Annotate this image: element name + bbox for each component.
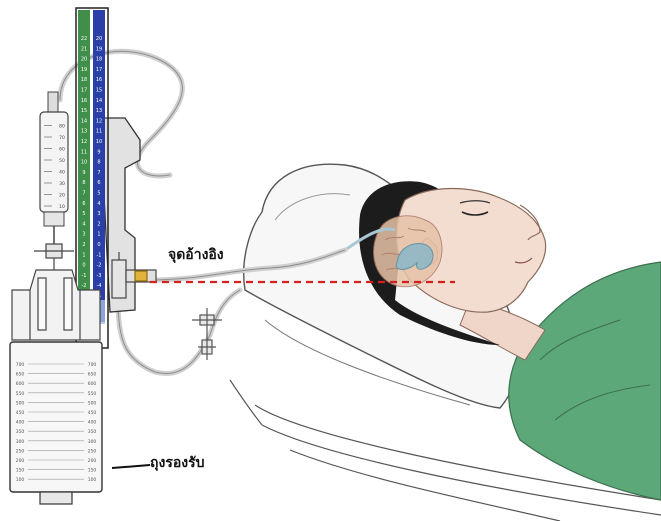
bag-label-right: 600 [88, 381, 97, 387]
bag-label-left: 550 [16, 391, 25, 397]
blue-scale-label: 5 [97, 191, 100, 197]
blue-scale-label: 15 [96, 88, 102, 94]
upper-stopcock [34, 244, 74, 272]
blue-scale-label: 3 [97, 211, 100, 217]
bag-label-left: 350 [16, 429, 25, 435]
bag-label-right: 250 [88, 448, 97, 454]
green-scale-label: 18 [81, 77, 87, 83]
bag-label-left: 450 [16, 410, 25, 416]
bag-label-left: 500 [16, 400, 25, 406]
syringe-label: 30 [59, 181, 65, 187]
blue-scale-label: 6 [97, 180, 100, 186]
blue-scale-label: 1 [97, 232, 100, 238]
bag-label-right: 200 [88, 458, 97, 464]
bag-label-right: 550 [88, 391, 97, 397]
blue-scale-label: -1 [97, 252, 102, 258]
bag-label-right: 500 [88, 400, 97, 406]
syringe-label: 10 [59, 204, 65, 210]
blue-scale-label: 16 [96, 77, 102, 83]
green-scale-label: 14 [81, 118, 87, 124]
collection-bag: 700 700 650 650 600 600 550 550 500 500 450 450 400 4… [10, 342, 102, 504]
green-scale-label: 9 [82, 170, 85, 176]
blue-scale-label: 2 [97, 221, 100, 227]
syringe-label: 60 [59, 147, 65, 153]
blue-scale-label: 9 [97, 149, 100, 155]
bag-label-right: 150 [88, 468, 97, 474]
green-scale-label: -2 [82, 283, 87, 289]
bag-label-left: 700 [16, 362, 25, 368]
green-scale-label: 4 [82, 221, 85, 227]
bag-label-left: 600 [16, 381, 25, 387]
blue-scale-label: -4 [97, 283, 102, 289]
blue-scale-label: 4 [97, 201, 100, 207]
blue-scale-label: 14 [96, 98, 102, 104]
bag-label-left: 200 [16, 458, 25, 464]
green-scale-label: 15 [81, 108, 87, 114]
bag-label-right: 700 [88, 362, 97, 368]
bag-label-left: 300 [16, 439, 25, 445]
bag-label-left: 650 [16, 372, 25, 378]
green-scale-label: 12 [81, 139, 87, 145]
green-scale-label: 1 [82, 252, 85, 258]
syringe-label: 80 [59, 124, 65, 130]
green-scale-label: 11 [81, 149, 87, 155]
hospital-gown [509, 262, 661, 500]
green-scale-label: 2 [82, 242, 85, 248]
syringe-label: 50 [59, 158, 65, 164]
blue-scale-label: 13 [96, 108, 102, 114]
green-scale-label: 16 [81, 98, 87, 104]
syringe-label: 20 [59, 193, 65, 199]
blue-scale-label: 11 [96, 129, 102, 135]
bag-label-left: 100 [16, 477, 25, 483]
bag-label-left: 150 [16, 468, 25, 474]
blue-scale-label: 0 [97, 242, 100, 248]
blue-scale-label: -3 [97, 273, 102, 279]
bag-label-right: 400 [88, 420, 97, 426]
green-scale-label: 13 [81, 129, 87, 135]
bag-label-pointer [112, 465, 150, 468]
measuring-syringe: 10 20 30 40 50 60 70 80 [40, 92, 68, 244]
green-scale-label: 17 [81, 88, 87, 94]
bag-label-right: 450 [88, 410, 97, 416]
collection-bag-label: ถุงรองรับ [150, 452, 204, 474]
blue-scale-label: 18 [96, 57, 102, 63]
green-scale-label: 6 [82, 201, 85, 207]
green-scale-label: 10 [81, 160, 87, 166]
blue-scale-label: 7 [97, 170, 100, 176]
bag-label-right: 350 [88, 429, 97, 435]
blue-scale-label: 10 [96, 139, 102, 145]
green-scale-label: 22 [81, 36, 87, 42]
bag-label-right: 650 [88, 372, 97, 378]
syringe-label: 70 [59, 135, 65, 141]
green-scale-label: 21 [81, 46, 87, 52]
green-scale-label: 19 [81, 67, 87, 73]
bag-label-left: 400 [16, 420, 25, 426]
green-scale-label: -1 [82, 273, 87, 279]
blue-scale-label: 8 [97, 160, 100, 166]
green-scale-label: 3 [82, 232, 85, 238]
blue-scale-label: -2 [97, 263, 102, 269]
blue-scale-label: 12 [96, 118, 102, 124]
bag-label-left: 250 [16, 448, 25, 454]
blue-scale-label: 20 [96, 36, 102, 42]
green-scale-label: 0 [82, 263, 85, 269]
blue-scale-label: 17 [96, 67, 102, 73]
bag-label-right: 100 [88, 477, 97, 483]
green-scale-label: 8 [82, 180, 85, 186]
green-scale-label: 20 [81, 57, 87, 63]
bag-label-right: 300 [88, 439, 97, 445]
green-scale-label: 5 [82, 211, 85, 217]
syringe-label: 40 [59, 170, 65, 176]
reference-point-label: จุดอ้างอิง [168, 244, 224, 266]
green-scale-label: 7 [82, 191, 85, 197]
blue-scale-label: 19 [96, 46, 102, 52]
